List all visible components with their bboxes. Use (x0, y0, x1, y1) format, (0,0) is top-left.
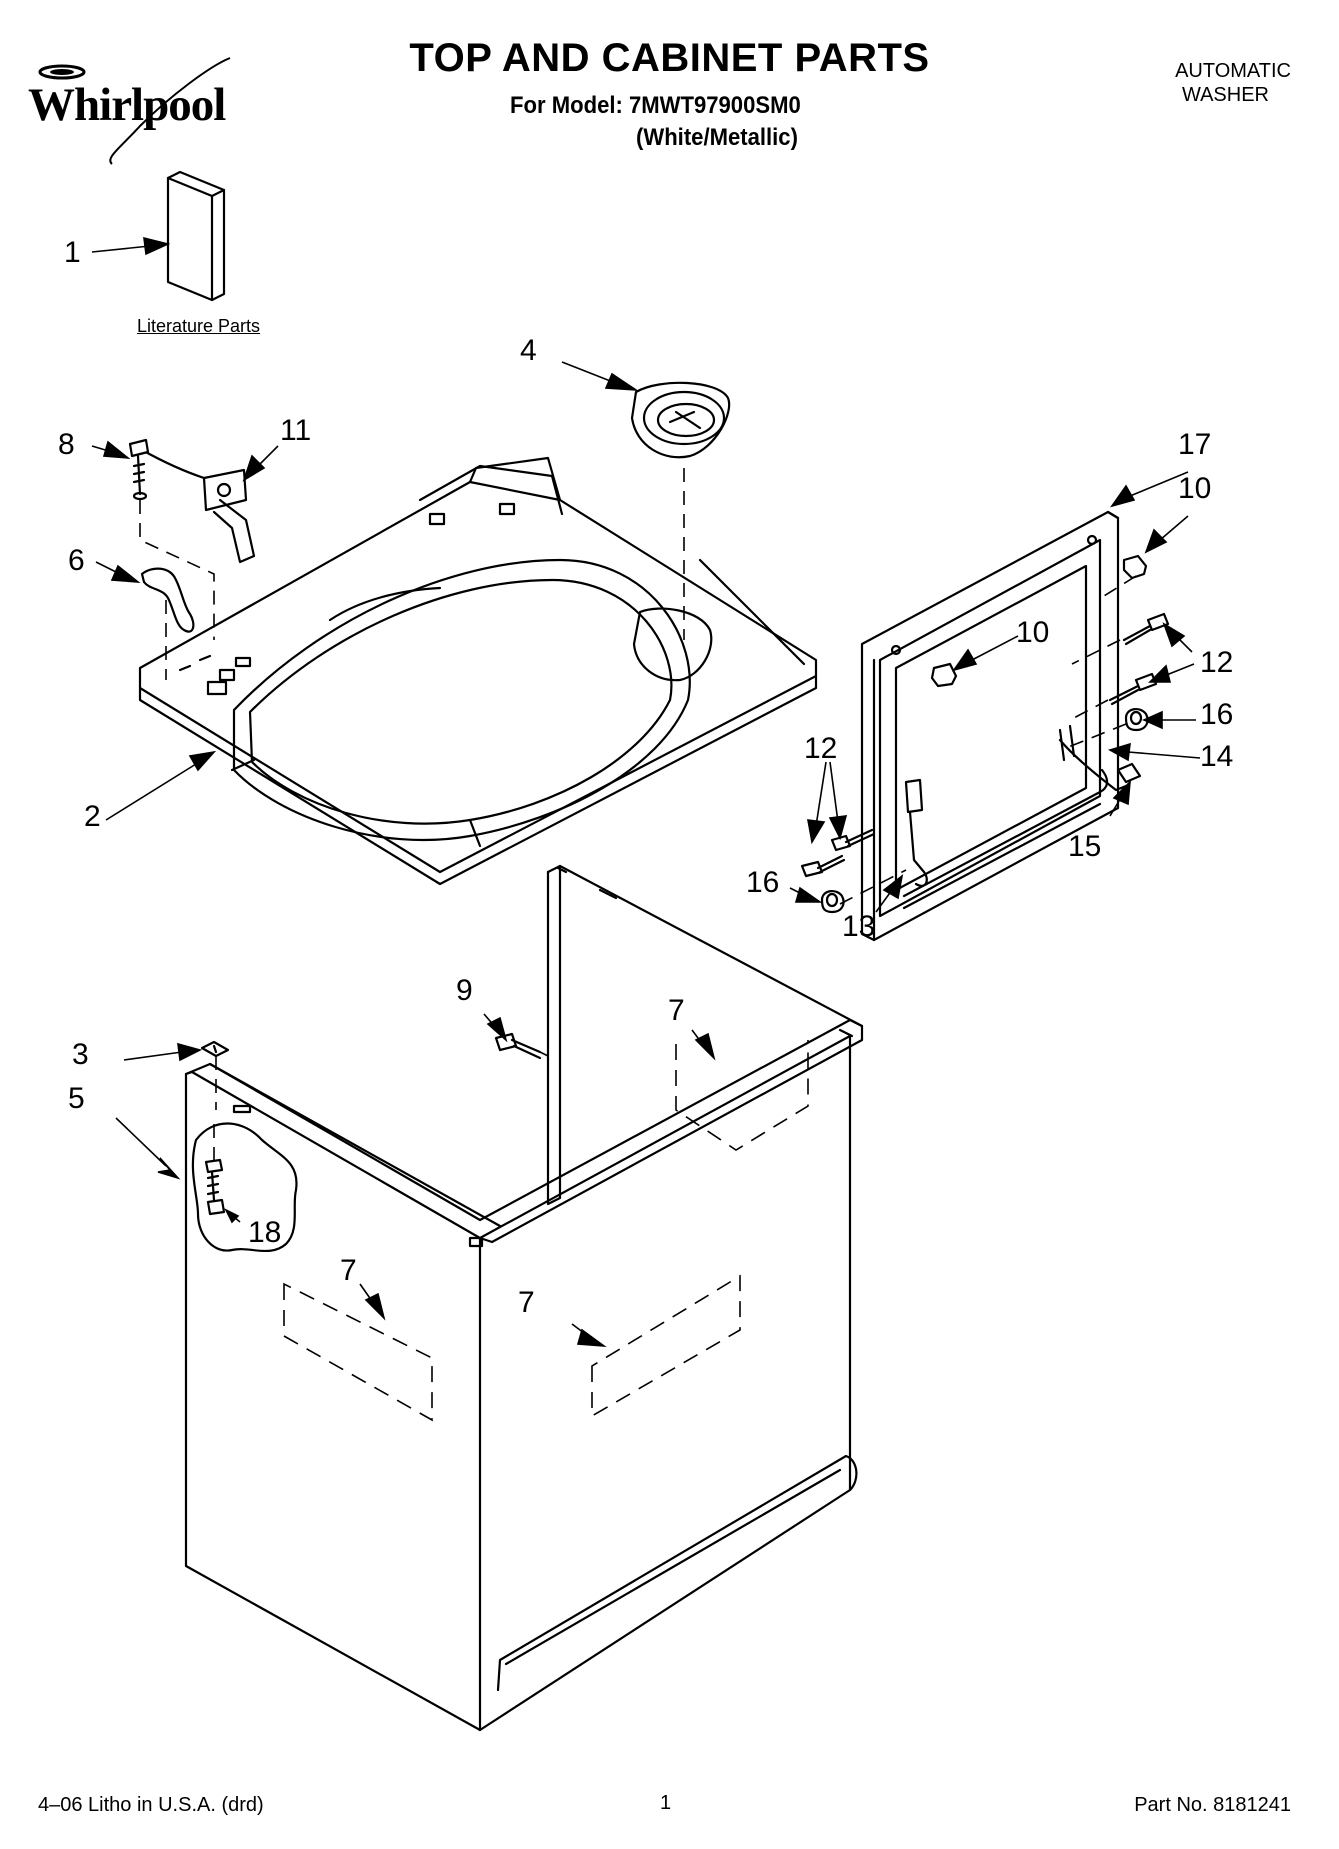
callout-16b: 16 (746, 866, 780, 899)
dash-line-lid-screws (1069, 639, 1121, 721)
lid-bumper-icon (930, 554, 1148, 688)
label-area-7b (283, 1282, 433, 1422)
callout-12b: 12 (804, 732, 838, 765)
arrowhead-15 (1112, 779, 1131, 806)
callout-6: 6 (68, 544, 85, 577)
callout-17: 17 (1178, 428, 1212, 461)
arrowhead-14 (1107, 742, 1131, 762)
cabinet-screw-icon (494, 1032, 542, 1060)
product-type-line2: WASHER (1181, 84, 1269, 106)
washer-top-panel-icon (138, 456, 818, 886)
callout-12a: 12 (1200, 646, 1234, 679)
literature-parts-label: Literature Parts (137, 316, 261, 336)
callout-10a: 10 (1178, 472, 1212, 505)
cabinet-cutaway-icon (191, 1122, 298, 1253)
bleach-dispenser-icon (630, 381, 731, 459)
leader-1 (91, 245, 151, 253)
arrowhead-2 (188, 750, 217, 772)
arrowhead-12d (828, 815, 848, 841)
callout-8: 8 (58, 428, 75, 461)
arrowhead-7c (576, 1328, 607, 1348)
callout-16a: 16 (1200, 698, 1234, 731)
arrowhead-5 (157, 1157, 181, 1180)
callout-15: 15 (1068, 830, 1102, 863)
arrowhead-7b (364, 1292, 386, 1321)
wire-clip-icon (140, 567, 195, 633)
arrowhead-11 (242, 454, 266, 482)
callout-3: 3 (72, 1038, 89, 1071)
arrowhead-13 (882, 874, 904, 900)
callout-18: 18 (248, 1216, 282, 1249)
print-info: 4–06 Litho in U.S.A. (drd) (38, 1794, 264, 1816)
leader-10a (1159, 515, 1189, 541)
brand-logo-text: Whirlpool (28, 79, 226, 131)
part-number: Part No. 8181241 (1134, 1794, 1291, 1816)
lid-switch-icon (140, 448, 256, 564)
callout-7c: 7 (518, 1286, 535, 1319)
leader-14 (1127, 751, 1201, 759)
arrowhead-7a (694, 1032, 716, 1061)
label-area-7a (675, 1040, 809, 1151)
arrowhead-4 (604, 372, 639, 391)
leader-17 (1129, 471, 1189, 497)
dash-line-screw9 (539, 1051, 549, 1057)
callout-7b: 7 (340, 1254, 357, 1287)
dash-line-bumper (1103, 575, 1137, 597)
arrowhead-3 (177, 1042, 203, 1062)
callout-10b: 10 (1016, 616, 1050, 649)
screw-icon (128, 438, 150, 501)
arrowhead-18 (224, 1208, 240, 1224)
callout-7a: 7 (668, 994, 685, 1027)
arrowhead-12a (1162, 622, 1186, 648)
dash-line-bushing (1065, 723, 1127, 749)
arrowhead-12c (807, 819, 826, 845)
arrowhead-16a (1142, 710, 1163, 730)
hinge-end-cap-icon (1116, 762, 1142, 784)
arrowhead-1 (143, 236, 171, 256)
leader-5 (115, 1117, 167, 1167)
leader-12b (1163, 663, 1195, 677)
hinge-screw-icon (800, 612, 1170, 878)
callout-5: 5 (68, 1082, 85, 1115)
product-type-line1: AUTOMATIC (1175, 60, 1291, 82)
model-finish: (White/Metallic) (636, 124, 798, 151)
label-area-7c (591, 1274, 741, 1418)
leader-10b (971, 635, 1019, 661)
callout-4: 4 (520, 334, 537, 367)
arrowhead-10a (1144, 528, 1168, 554)
page-number: 1 (660, 1792, 672, 1814)
arrowhead-17 (1110, 484, 1136, 508)
callout-14: 14 (1200, 740, 1234, 773)
arrowhead-10b (952, 648, 978, 672)
leader-3 (123, 1051, 183, 1061)
hinge-bushing-icon (820, 708, 1149, 914)
callout-2: 2 (84, 800, 101, 833)
callout-11: 11 (280, 414, 312, 447)
dash-line-screw (139, 500, 215, 640)
leader-12d (829, 761, 839, 823)
callout-1: 1 (64, 236, 81, 269)
leader-2 (105, 763, 197, 821)
arrowhead-9 (486, 1016, 508, 1043)
leader-12c (815, 761, 827, 827)
arrowhead-12b (1148, 664, 1172, 683)
literature-booklet-icon (166, 170, 226, 302)
arrowhead-8 (102, 440, 131, 460)
dash-line-lower-bushing (839, 869, 907, 905)
cabinet-clip-icon (200, 1040, 230, 1058)
washer-lid-icon (860, 510, 1128, 942)
callout-9: 9 (456, 974, 473, 1007)
page-title: TOP AND CABINET PARTS (409, 36, 930, 80)
whirlpool-logo-icon (38, 57, 231, 165)
leader-11 (257, 445, 279, 467)
callout-13: 13 (842, 910, 876, 943)
arrowhead-6 (110, 564, 141, 583)
arrowhead-16b (794, 886, 823, 903)
model-number: For Model: 7MWT97900SM0 (510, 92, 801, 119)
